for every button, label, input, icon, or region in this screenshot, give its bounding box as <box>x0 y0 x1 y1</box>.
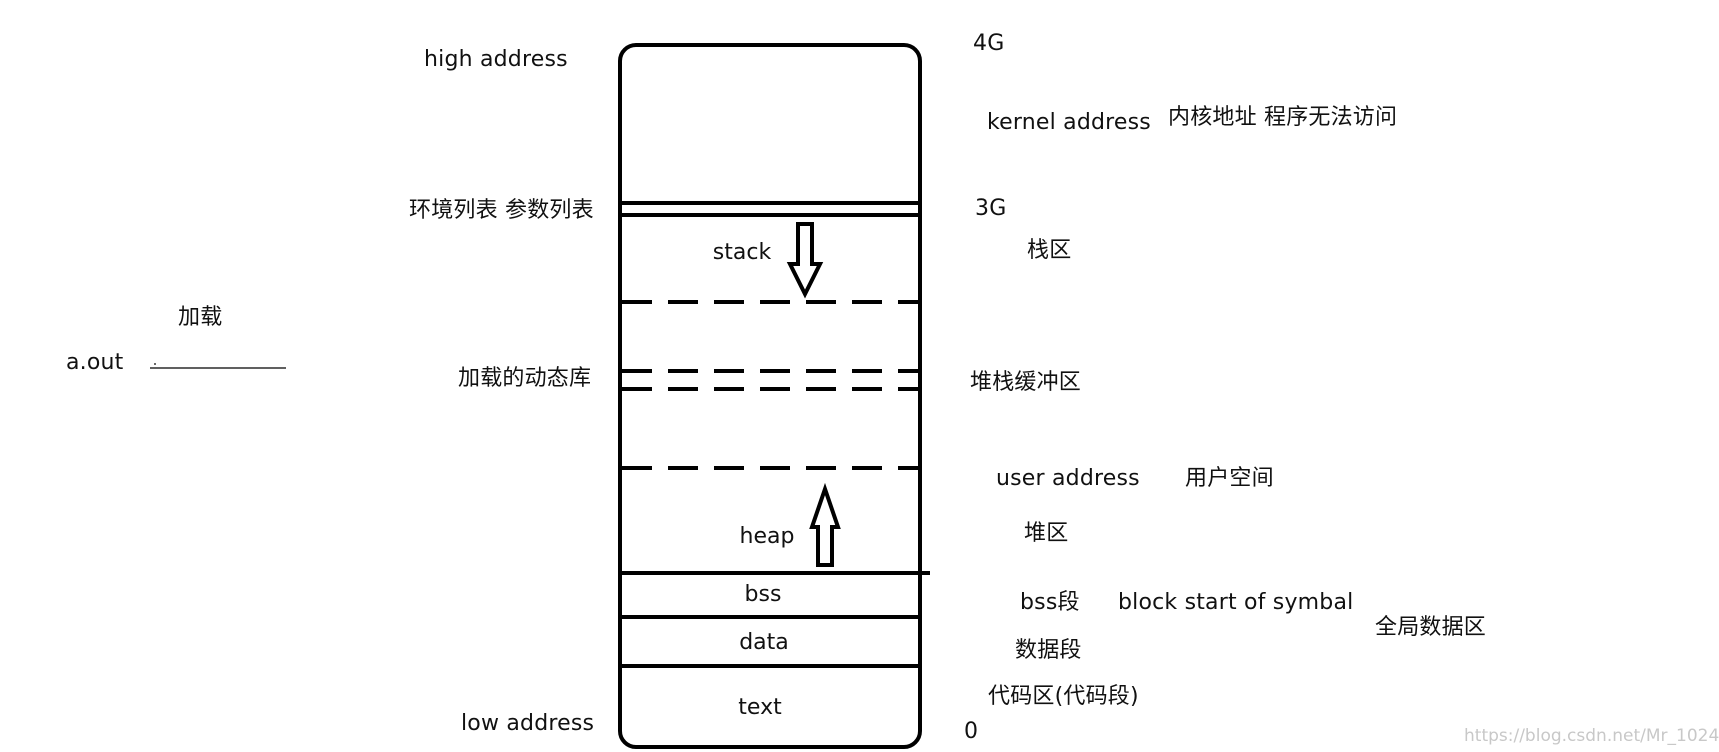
global-data-label: 全局数据区 <box>1375 615 1487 640</box>
watermark: https://blog.csdn.net/Mr_1024 <box>1464 726 1719 746</box>
memory-block-outline <box>618 43 922 749</box>
env-args-label: 环境列表 参数列表 <box>409 198 594 223</box>
four-g-label: 4G <box>973 31 1005 56</box>
kernel-desc-label: 内核地址 程序无法访问 <box>1168 105 1398 130</box>
buffer-label: 堆栈缓冲区 <box>970 370 1082 395</box>
dyn-libs-label: 加载的动态库 <box>458 366 592 391</box>
load-label: 加载 <box>178 305 223 330</box>
zero-label: 0 <box>964 719 979 744</box>
heap-segment-label: heap <box>739 524 795 549</box>
data-segment-label: data <box>739 630 789 655</box>
bss-full-label: block start of symbal <box>1118 590 1354 615</box>
text-segment-label: text <box>738 695 782 720</box>
heap-area-label: 堆区 <box>1024 521 1069 546</box>
three-g-label: 3G <box>975 196 1007 221</box>
a-out-label: a.out <box>66 350 124 375</box>
stack-segment-label: stack <box>712 240 772 265</box>
bss-seg-label: bss段 <box>1020 590 1080 615</box>
user-address-label: user address <box>996 466 1140 491</box>
data-seg-label: 数据段 <box>1015 638 1082 663</box>
user-space-label: 用户空间 <box>1185 466 1274 491</box>
load-line-dot <box>154 363 156 365</box>
stack-growth-arrow <box>786 222 824 299</box>
heap-growth-arrow-shape <box>809 482 841 567</box>
kernel-address-label: kernel address <box>987 110 1151 135</box>
high-address-label: high address <box>424 47 568 72</box>
code-seg-label: 代码区(代码段) <box>988 684 1139 709</box>
memory-layout-diagram <box>150 43 930 749</box>
stack-area-label: 栈区 <box>1027 238 1072 263</box>
bss-segment-label: bss <box>744 582 782 607</box>
low-address-label: low address <box>461 711 595 736</box>
